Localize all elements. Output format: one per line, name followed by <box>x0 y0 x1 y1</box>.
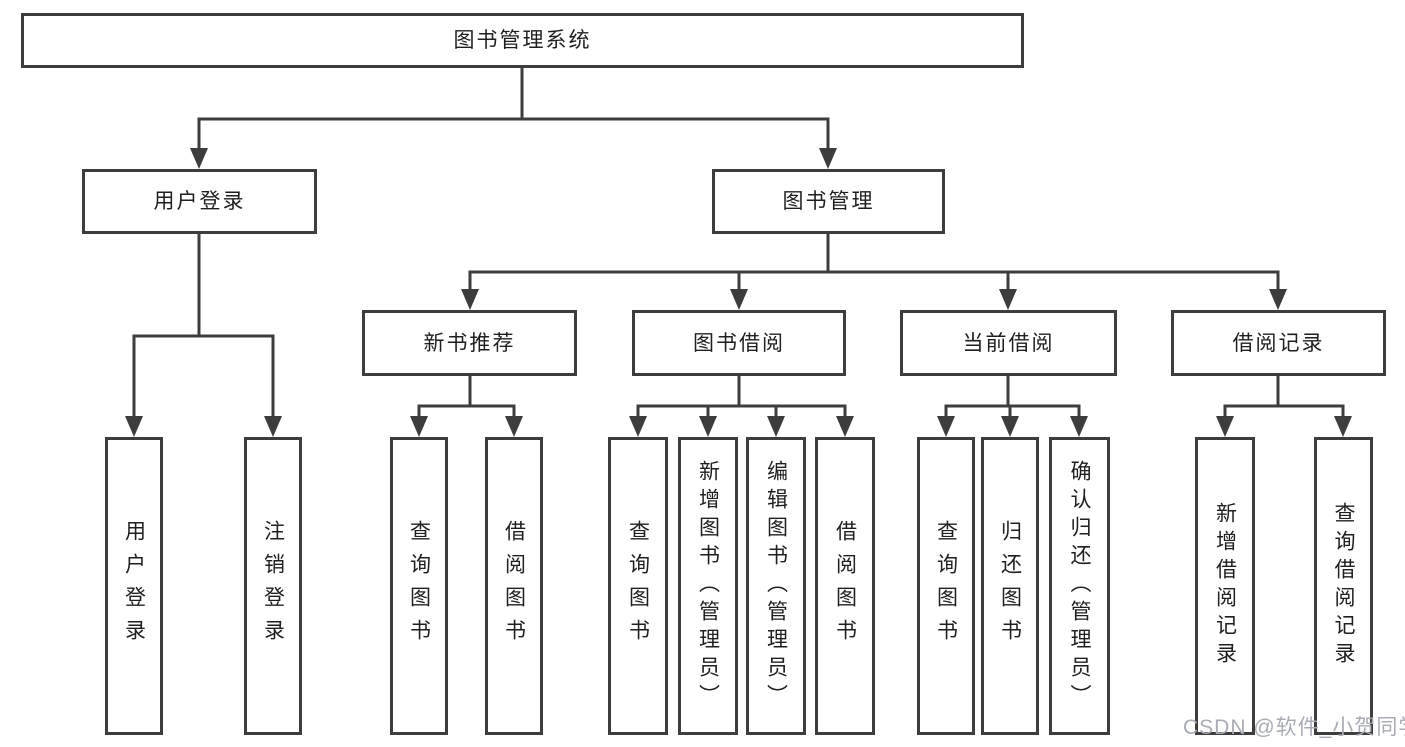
arrowhead-icon <box>937 416 955 437</box>
node-leaf-edit-book-label: 编辑图书（管理员） <box>764 460 788 712</box>
node-borrow-records-label: 借阅记录 <box>1232 331 1325 355</box>
node-leaf-borrow-book-2: 借阅图书 <box>815 437 875 735</box>
node-user-login: 用户登录 <box>82 169 317 234</box>
arrowhead-icon <box>410 416 428 437</box>
arrowhead-icon <box>819 148 837 169</box>
node-book-borrow-label: 图书借阅 <box>693 331 785 355</box>
node-leaf-query-book-3: 查询图书 <box>917 437 975 735</box>
arrowhead-icon <box>1070 416 1088 437</box>
arrowhead-icon <box>190 148 208 169</box>
node-leaf-query-book-1: 查询图书 <box>390 437 448 735</box>
edge-newbook-split <box>410 374 523 437</box>
edge-root-split <box>190 66 837 169</box>
arrowhead-icon <box>999 289 1017 310</box>
node-leaf-user-login-label: 用户登录 <box>122 520 146 652</box>
arrowhead-icon <box>505 416 523 437</box>
node-book-mgmt-label: 图书管理 <box>782 190 875 213</box>
node-book-borrow: 图书借阅 <box>632 310 846 376</box>
arrowhead-icon <box>1269 289 1287 310</box>
node-leaf-add-record: 新增借阅记录 <box>1195 437 1255 735</box>
node-leaf-query-book-1-label: 查询图书 <box>407 520 431 652</box>
node-leaf-query-record: 查询借阅记录 <box>1314 437 1373 735</box>
arrowhead-icon <box>730 289 748 310</box>
node-leaf-confirm-return: 确认归还（管理员） <box>1049 437 1110 735</box>
node-leaf-query-book-3-label: 查询图书 <box>934 520 958 652</box>
arrowhead-icon <box>836 416 854 437</box>
edge-current-split <box>937 374 1088 437</box>
arrowhead-icon <box>767 416 785 437</box>
node-leaf-add-record-label: 新增借阅记录 <box>1213 502 1237 670</box>
node-user-login-label: 用户登录 <box>153 190 246 213</box>
node-leaf-edit-book: 编辑图书（管理员） <box>746 437 806 735</box>
node-borrow-records: 借阅记录 <box>1171 310 1386 376</box>
node-leaf-add-book-label: 新增图书（管理员） <box>696 460 720 712</box>
node-leaf-query-record-label: 查询借阅记录 <box>1332 502 1355 670</box>
arrowhead-icon <box>1216 416 1234 437</box>
node-leaf-borrow-book-2-label: 借阅图书 <box>833 520 857 652</box>
watermark-text: CSDN @软件_小贺同学 <box>1183 716 1405 739</box>
node-leaf-borrow-book-1: 借阅图书 <box>485 437 543 735</box>
node-leaf-query-book-2: 查询图书 <box>608 437 668 735</box>
node-new-book-rec: 新书推荐 <box>362 310 577 376</box>
node-new-book-rec-label: 新书推荐 <box>423 331 516 355</box>
node-current-borrow-label: 当前借阅 <box>962 331 1055 355</box>
node-leaf-user-login: 用户登录 <box>105 437 163 735</box>
node-leaf-confirm-return-label: 确认归还（管理员） <box>1068 460 1091 712</box>
node-leaf-return-book-label: 归还图书 <box>998 520 1022 652</box>
edge-records-split <box>1216 374 1352 437</box>
node-leaf-add-book: 新增图书（管理员） <box>678 437 738 735</box>
node-system: 图书管理系统 <box>21 13 1024 68</box>
node-current-borrow: 当前借阅 <box>900 310 1117 376</box>
node-leaf-return-book: 归还图书 <box>981 437 1039 735</box>
arrowhead-icon <box>125 416 143 437</box>
arrowhead-icon <box>1001 416 1019 437</box>
node-leaf-borrow-book-1-label: 借阅图书 <box>502 520 526 652</box>
node-leaf-logout-label: 注销登录 <box>261 520 285 652</box>
arrowhead-icon <box>629 416 647 437</box>
arrowhead-icon <box>461 289 479 310</box>
node-system-label: 图书管理系统 <box>453 29 592 52</box>
node-leaf-query-book-2-label: 查询图书 <box>626 520 650 652</box>
node-book-mgmt: 图书管理 <box>712 169 945 234</box>
edge-mgmt-split <box>461 232 1287 310</box>
edge-borrow-split <box>629 374 854 437</box>
node-leaf-logout: 注销登录 <box>244 437 302 735</box>
arrowhead-icon <box>699 416 717 437</box>
edge-login-split <box>125 232 282 437</box>
arrowhead-icon <box>264 416 282 437</box>
arrowhead-icon <box>1334 416 1352 437</box>
